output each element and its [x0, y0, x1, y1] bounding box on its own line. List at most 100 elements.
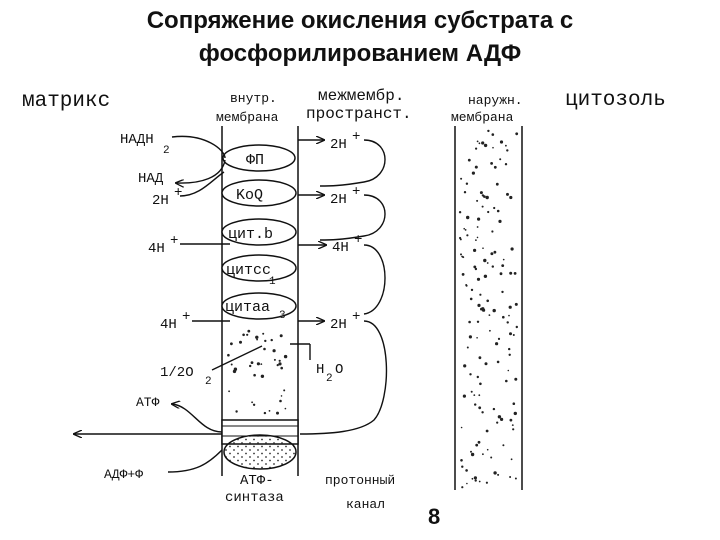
fp-label: ФП: [246, 152, 264, 169]
matrix-particle: [230, 363, 233, 366]
cyt-b-label: цит.b: [228, 226, 273, 243]
outer-membrane-particle: [492, 407, 496, 411]
outer-membrane-particle: [492, 146, 494, 149]
outer-membrane-particle: [473, 248, 477, 252]
inner-membrane-label-1: внутр.: [230, 91, 277, 106]
outer-membrane-particle: [462, 256, 465, 259]
water-h-label: Н: [316, 362, 324, 378]
outer-membrane-particle: [477, 440, 481, 444]
atp-output-arrow: [172, 404, 223, 433]
outer-membrane-particle: [481, 205, 484, 208]
adp-input-curve: [167, 449, 223, 473]
matrix-particle: [283, 354, 288, 359]
outer-membrane-particle: [482, 247, 484, 249]
outer-membrane-particle: [460, 426, 463, 429]
outer-membrane-particle: [469, 297, 473, 301]
outer-membrane-particle: [478, 356, 482, 360]
outer-membrane-particle: [493, 471, 497, 475]
right-2h-label-1: 2Н: [330, 137, 347, 153]
matrix-particle: [233, 367, 238, 371]
outer-membrane-particle: [473, 476, 477, 480]
outer-membrane-particle: [497, 473, 500, 476]
matrix-particle: [276, 364, 279, 367]
outer-membrane-particle: [466, 346, 469, 349]
outer-membrane-particle: [486, 262, 489, 264]
outer-membrane-particle: [511, 424, 514, 426]
outer-membrane-particle: [508, 314, 510, 317]
outer-membrane-particle: [491, 265, 494, 268]
outer-membrane-particle: [479, 382, 482, 386]
atp-synthase-label-1: АТФ-: [240, 473, 274, 489]
outer-membrane-particle: [481, 411, 484, 414]
koq-complex: [221, 179, 297, 207]
outer-membrane-particle: [502, 258, 505, 261]
outer-membrane-particle: [505, 379, 508, 383]
outer-membrane-particle: [474, 165, 478, 169]
outer-membrane-particle: [501, 264, 505, 267]
left-4h-label-1: 4Н: [148, 241, 165, 257]
outer-membrane-particle: [510, 458, 513, 461]
outer-membrane-particle: [485, 481, 488, 484]
matrix-particle: [247, 329, 251, 333]
outer-membrane-particle: [471, 171, 475, 175]
matrix-particle: [249, 364, 252, 368]
nadh-label: НАДН: [120, 132, 154, 148]
matrix-particle: [239, 340, 242, 344]
outer-membrane-particle: [512, 402, 516, 406]
outer-membrane-particle: [463, 364, 467, 368]
proton-channel-label-1: протонный: [325, 473, 395, 488]
left-4h-sup-1: +: [170, 233, 178, 249]
outer-membrane-particle: [468, 335, 472, 339]
outer-membrane-particle: [470, 288, 474, 292]
matrix-particle: [263, 347, 266, 351]
outer-membrane-particle: [476, 236, 479, 239]
outer-membrane-particle: [486, 299, 490, 303]
outer-membrane-particle: [474, 403, 477, 406]
outer-membrane-particle: [496, 421, 499, 424]
matrix-particle: [260, 374, 265, 378]
outer-membrane-particle: [508, 347, 511, 351]
outer-membrane-particle: [481, 141, 485, 145]
oxygen-label: 1/2О: [160, 365, 194, 381]
outer-membrane-particle: [476, 226, 479, 228]
matrix-particle: [279, 399, 282, 403]
inner-membrane-label-2: мембрана: [216, 110, 279, 125]
matrix-particle: [280, 366, 284, 370]
outer-membrane-particle: [497, 415, 502, 419]
oxygen-line: [211, 345, 263, 371]
cyt-aa3-label: цитаа: [225, 299, 270, 316]
outer-membrane-particle: [491, 133, 495, 136]
outer-membrane-particle: [490, 162, 493, 165]
matrix-particle: [263, 411, 267, 415]
outer-membrane-particle: [482, 453, 484, 456]
right-2h-sup-3: +: [352, 309, 360, 325]
matrix-particle: [251, 401, 254, 404]
fp-to-nad-arrow: [176, 159, 226, 183]
slide-number: 8: [428, 504, 441, 529]
outer-membrane-particle: [463, 191, 467, 194]
outer-membrane-particle: [470, 450, 472, 453]
koq-label: KoQ: [236, 187, 263, 204]
fp-complex: [222, 144, 296, 172]
outer-membrane-particle: [465, 469, 468, 472]
outer-membrane-particle: [509, 271, 513, 275]
outer-membrane-particle: [476, 140, 479, 143]
outer-membrane-particles: [458, 129, 519, 489]
outer-membrane-particle: [470, 452, 475, 457]
outer-membrane-particle: [495, 342, 499, 346]
outer-membrane-particle: [506, 149, 509, 152]
outer-membrane-particle: [502, 444, 505, 447]
outer-membrane-particle: [478, 394, 481, 397]
outer-membrane-particle: [515, 132, 519, 136]
electron-flow-curve-3: [363, 244, 386, 315]
matrix-particle: [262, 332, 265, 335]
outer-membrane-particle: [487, 210, 490, 214]
outer-membrane-particle: [496, 209, 500, 213]
outer-membrane-particle: [490, 456, 493, 459]
outer-membrane-particle: [479, 191, 483, 195]
outer-membrane-particle: [491, 230, 494, 233]
matrix-particle: [255, 335, 259, 339]
outer-membrane-particle: [508, 353, 511, 356]
outer-membrane-particle: [506, 321, 509, 324]
cyt-aa3-complex: [221, 292, 297, 320]
